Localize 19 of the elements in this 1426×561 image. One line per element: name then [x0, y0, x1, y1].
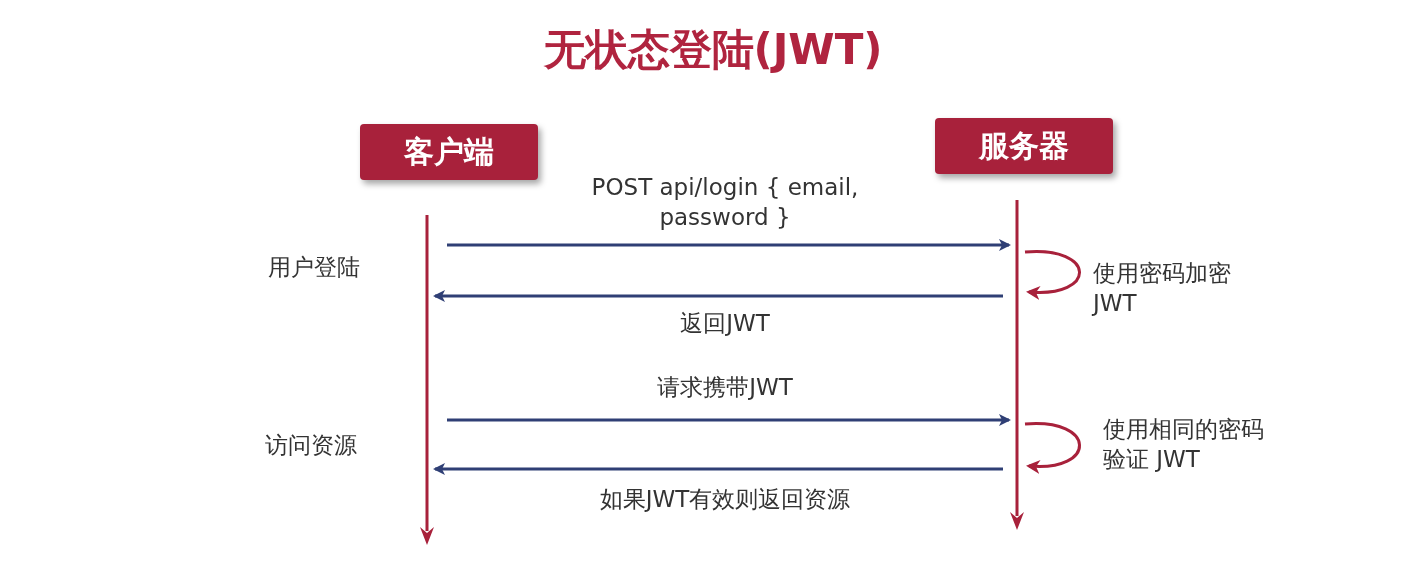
edge-label: POST api/login { email, password } [590, 173, 860, 232]
phase-label: 用户登陆 [268, 253, 360, 282]
self-loop-arrow [1024, 250, 1081, 300]
participant-box: 客户端 [360, 124, 538, 180]
message-arrow [433, 290, 1003, 302]
lifeline-arrow [1009, 200, 1025, 530]
edge-label: 返回JWT [679, 309, 771, 338]
edge-label: 使用密码加密JWT [1093, 259, 1232, 318]
participant-box: 服务器 [935, 118, 1113, 174]
title: 无状态登陆(JWT) [542, 24, 884, 76]
edge-label: 请求携带JWT [656, 373, 794, 402]
edge-label: 使用相同的密码验证 JWT [1103, 415, 1265, 474]
edge-label: 如果JWT有效则返回资源 [598, 485, 852, 514]
message-arrow [447, 239, 1011, 251]
message-arrow [447, 414, 1011, 426]
self-loop-arrow [1024, 422, 1081, 474]
phase-label: 访问资源 [265, 431, 357, 460]
message-arrow [433, 463, 1003, 475]
lifeline-arrow [419, 215, 435, 545]
